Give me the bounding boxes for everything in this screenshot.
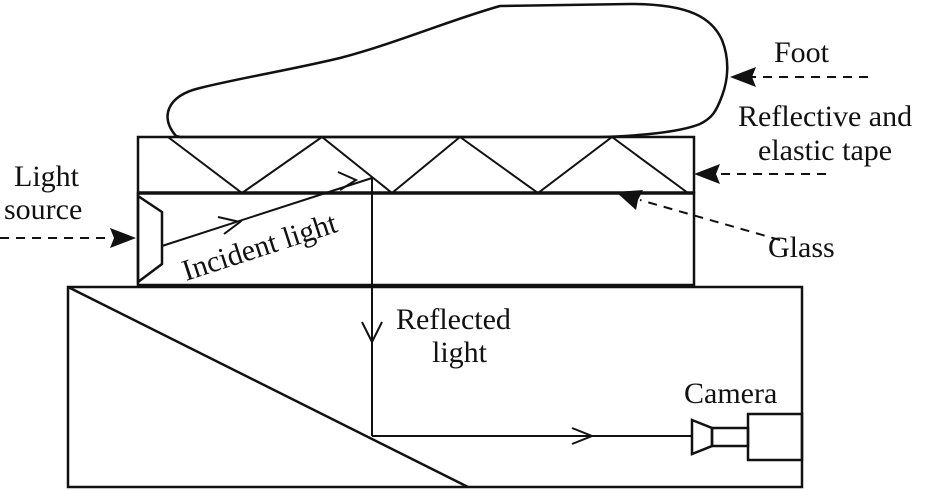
glass-label: Glass xyxy=(768,231,835,264)
tape-label-line1: Reflective and xyxy=(738,100,912,133)
camera-body xyxy=(746,412,804,462)
glass-leader-line xyxy=(639,199,781,241)
camera-ray-arrow xyxy=(571,427,595,445)
light-source-shape xyxy=(136,193,164,285)
camera-connector xyxy=(710,426,750,448)
light-source-leader-arrowhead xyxy=(110,228,136,248)
housing-box xyxy=(66,285,804,489)
incident-ray-arrow-1 xyxy=(217,216,243,235)
incident-ray-arrow-2 xyxy=(337,171,359,191)
tape-label-line2: elastic tape xyxy=(758,134,892,167)
foot-leader-arrowhead xyxy=(730,67,756,87)
incident-light-label: Incident light xyxy=(178,206,342,287)
light-source-label-line2: source xyxy=(4,193,82,226)
camera-label: Camera xyxy=(684,377,777,410)
tape-leader-arrowhead xyxy=(694,164,720,184)
reflected-light-label-line1: Reflected xyxy=(396,303,511,336)
light-source-label-line1: Light xyxy=(14,160,80,193)
diagonal-mirror xyxy=(67,285,469,489)
incident-light-ray xyxy=(161,177,373,247)
reflected-ray-arrow xyxy=(361,321,383,345)
glass-leader-arrowhead xyxy=(616,190,643,210)
camera-lens xyxy=(690,418,714,456)
tape-zigzag-reflections xyxy=(167,135,689,195)
reflected-light-label-line2: light xyxy=(432,336,488,369)
foot-label: Foot xyxy=(774,36,830,69)
foot-outline xyxy=(166,2,729,139)
reflective-tape-band xyxy=(136,135,696,195)
